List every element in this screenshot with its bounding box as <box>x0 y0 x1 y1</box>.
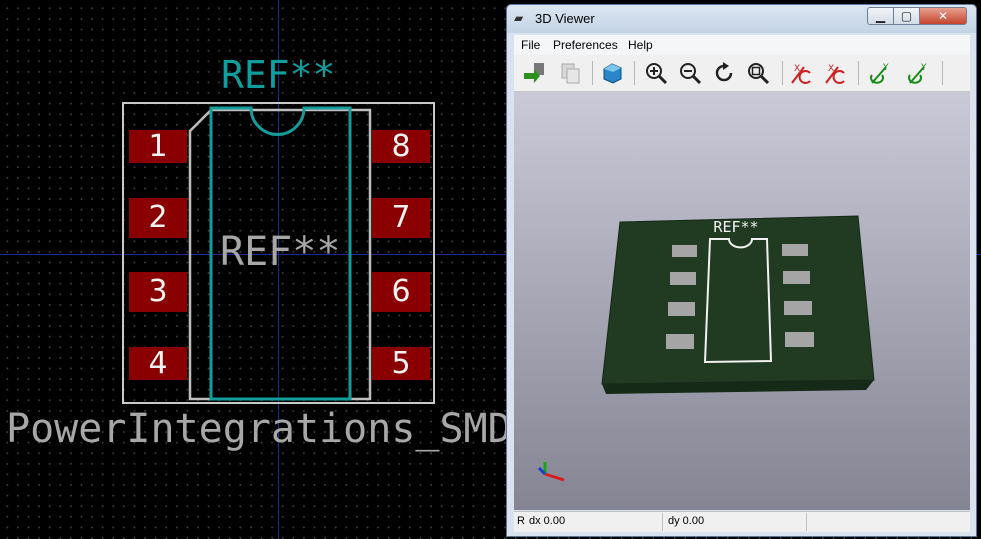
toolbar-separator <box>782 61 783 85</box>
toolbar-separator <box>634 61 635 85</box>
reload-icon[interactable] <box>522 61 546 85</box>
rotate-x-cw-icon[interactable]: X <box>790 61 814 85</box>
footprint-name-label[interactable]: PowerIntegrations_SMD- <box>6 406 506 452</box>
3d-pad <box>668 302 695 316</box>
status-dy: dy 0.00 <box>668 515 705 527</box>
3d-viewport[interactable]: REF** <box>514 92 970 510</box>
status-rotation: R <box>517 515 525 527</box>
pad-number: 8 <box>391 129 411 164</box>
pad-4[interactable]: 4 <box>129 347 187 380</box>
pad-number: 4 <box>148 346 168 381</box>
pad-number: 5 <box>391 346 411 381</box>
pad-1[interactable]: 1 <box>129 130 187 163</box>
fab-outline <box>209 106 352 401</box>
pad-2[interactable]: 2 <box>129 198 187 238</box>
zoom-fit-icon[interactable] <box>746 61 770 85</box>
3d-silkscreen-outline <box>703 238 773 364</box>
3d-pad <box>782 244 808 256</box>
3d-pad <box>666 334 694 349</box>
3d-pad <box>785 332 814 347</box>
copy-icon[interactable] <box>558 61 582 85</box>
3d-pad <box>784 301 812 315</box>
menu-bar: File Preferences Help <box>514 35 970 55</box>
pad-8[interactable]: 8 <box>372 130 430 163</box>
board-edge <box>602 380 874 394</box>
status-divider <box>662 513 663 531</box>
cube-icon[interactable] <box>600 61 624 85</box>
zoom-in-icon[interactable] <box>644 61 668 85</box>
axis-vertical <box>278 0 279 539</box>
pad-7[interactable]: 7 <box>372 198 430 238</box>
title-bar[interactable]: ▰ 3D Viewer ▁ ▢ ✕ <box>507 5 976 33</box>
status-divider <box>806 513 807 531</box>
pad-5[interactable]: 5 <box>372 347 430 380</box>
3d-ref-label: REF** <box>713 218 758 236</box>
toolbar-separator <box>858 61 859 85</box>
menu-preferences[interactable]: Preferences <box>553 38 618 52</box>
toolbar-x-label: X <box>794 64 800 74</box>
close-button[interactable]: ✕ <box>919 7 967 25</box>
toolbar-y-label: Y <box>920 63 927 73</box>
menu-help[interactable]: Help <box>628 38 653 52</box>
status-bar: R dx 0.00 dy 0.00 <box>514 511 970 532</box>
axis-gizmo-icon <box>537 462 565 482</box>
pad-3[interactable]: 3 <box>129 272 187 312</box>
pad-number: 1 <box>148 129 168 164</box>
status-dx: dx 0.00 <box>529 515 566 527</box>
pad-number: 7 <box>391 200 411 235</box>
toolbar-separator <box>942 61 943 85</box>
pad-number: 2 <box>148 200 168 235</box>
minimize-button[interactable]: ▁ <box>867 7 894 25</box>
redraw-icon[interactable] <box>712 61 736 85</box>
3d-pad <box>783 271 810 284</box>
3d-pad <box>672 245 697 257</box>
rotate-y-ccw-icon[interactable]: Y <box>906 61 930 85</box>
menu-file[interactable]: File <box>521 38 541 52</box>
3d-viewer-window: ▰ 3D Viewer ▁ ▢ ✕ File Preferences Help <box>506 4 977 537</box>
rotate-x-ccw-icon[interactable]: X <box>824 61 848 85</box>
pad-number: 6 <box>391 274 411 309</box>
courtyard-outline <box>122 102 435 404</box>
zoom-out-icon[interactable] <box>678 61 702 85</box>
value-label[interactable]: REF** <box>220 229 341 275</box>
toolbar: X X Y Y <box>514 55 970 92</box>
pad-number: 3 <box>148 274 168 309</box>
window-title: 3D Viewer <box>535 11 595 26</box>
reference-label[interactable]: REF** <box>221 53 336 97</box>
3d-scene: REF** <box>537 215 875 482</box>
toolbar-y-label: Y <box>882 63 889 73</box>
3d-pad <box>670 272 696 285</box>
board-top <box>601 215 875 385</box>
toolbar-separator <box>592 61 593 85</box>
axis-horizontal <box>0 254 981 255</box>
pad-6[interactable]: 6 <box>372 272 430 312</box>
app-icon: ▰ <box>514 11 524 25</box>
toolbar-x-label: X <box>828 64 834 74</box>
rotate-y-cw-icon[interactable]: Y <box>868 61 892 85</box>
maximize-button[interactable]: ▢ <box>893 7 920 25</box>
